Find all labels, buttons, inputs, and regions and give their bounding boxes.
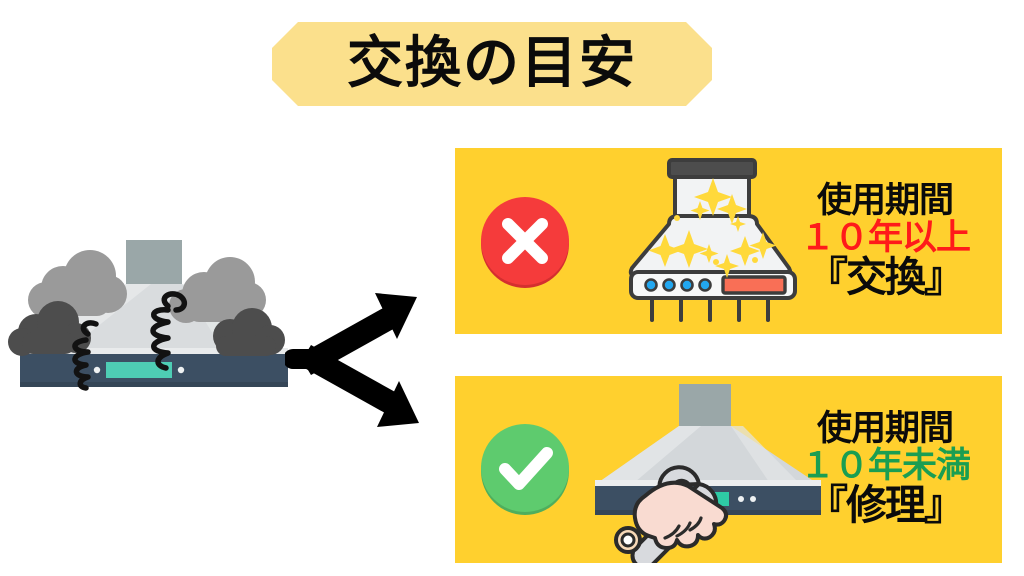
smoke-cloud-light: [28, 250, 266, 323]
usage-duration-value: １０年未満: [799, 445, 971, 486]
sparkling-range-hood-icon: [603, 148, 823, 334]
cross-mark-icon: [477, 193, 573, 289]
airflow-lines: [650, 296, 770, 322]
title-banner: 交換の目安: [272, 22, 712, 106]
branching-arrow-icon: [283, 277, 445, 442]
panel-repair: 使用期間 １０年未満 『修理』: [455, 376, 1002, 570]
recommended-action: 『修理』: [807, 481, 965, 530]
usage-period-label: 使用期間: [816, 409, 954, 450]
usage-duration-value: １０年以上: [799, 217, 971, 258]
range-hood-with-wrench-icon: [593, 378, 823, 570]
repair-text-block: 使用期間 １０年未満 『修理』: [774, 388, 996, 550]
replace-text-block: 使用期間 １０年以上 『交換』: [774, 160, 996, 322]
check-mark-icon: [477, 420, 573, 516]
hand-icon: [632, 478, 729, 550]
recommended-action: 『交換』: [807, 253, 965, 302]
page-title: 交換の目安: [347, 31, 637, 96]
hood-buttons: [644, 278, 712, 292]
panel-replace: 使用期間 １０年以上 『交換』: [455, 148, 1002, 334]
usage-period-label: 使用期間: [816, 181, 954, 222]
hood-light-bar: [721, 275, 787, 295]
hood-body-shape: [599, 384, 815, 482]
dirty-range-hood-illustration: [8, 232, 298, 392]
sparkle-icons: [648, 178, 777, 278]
smoke-cloud-dark: [8, 301, 285, 356]
smoke-squiggle: [72, 291, 188, 391]
